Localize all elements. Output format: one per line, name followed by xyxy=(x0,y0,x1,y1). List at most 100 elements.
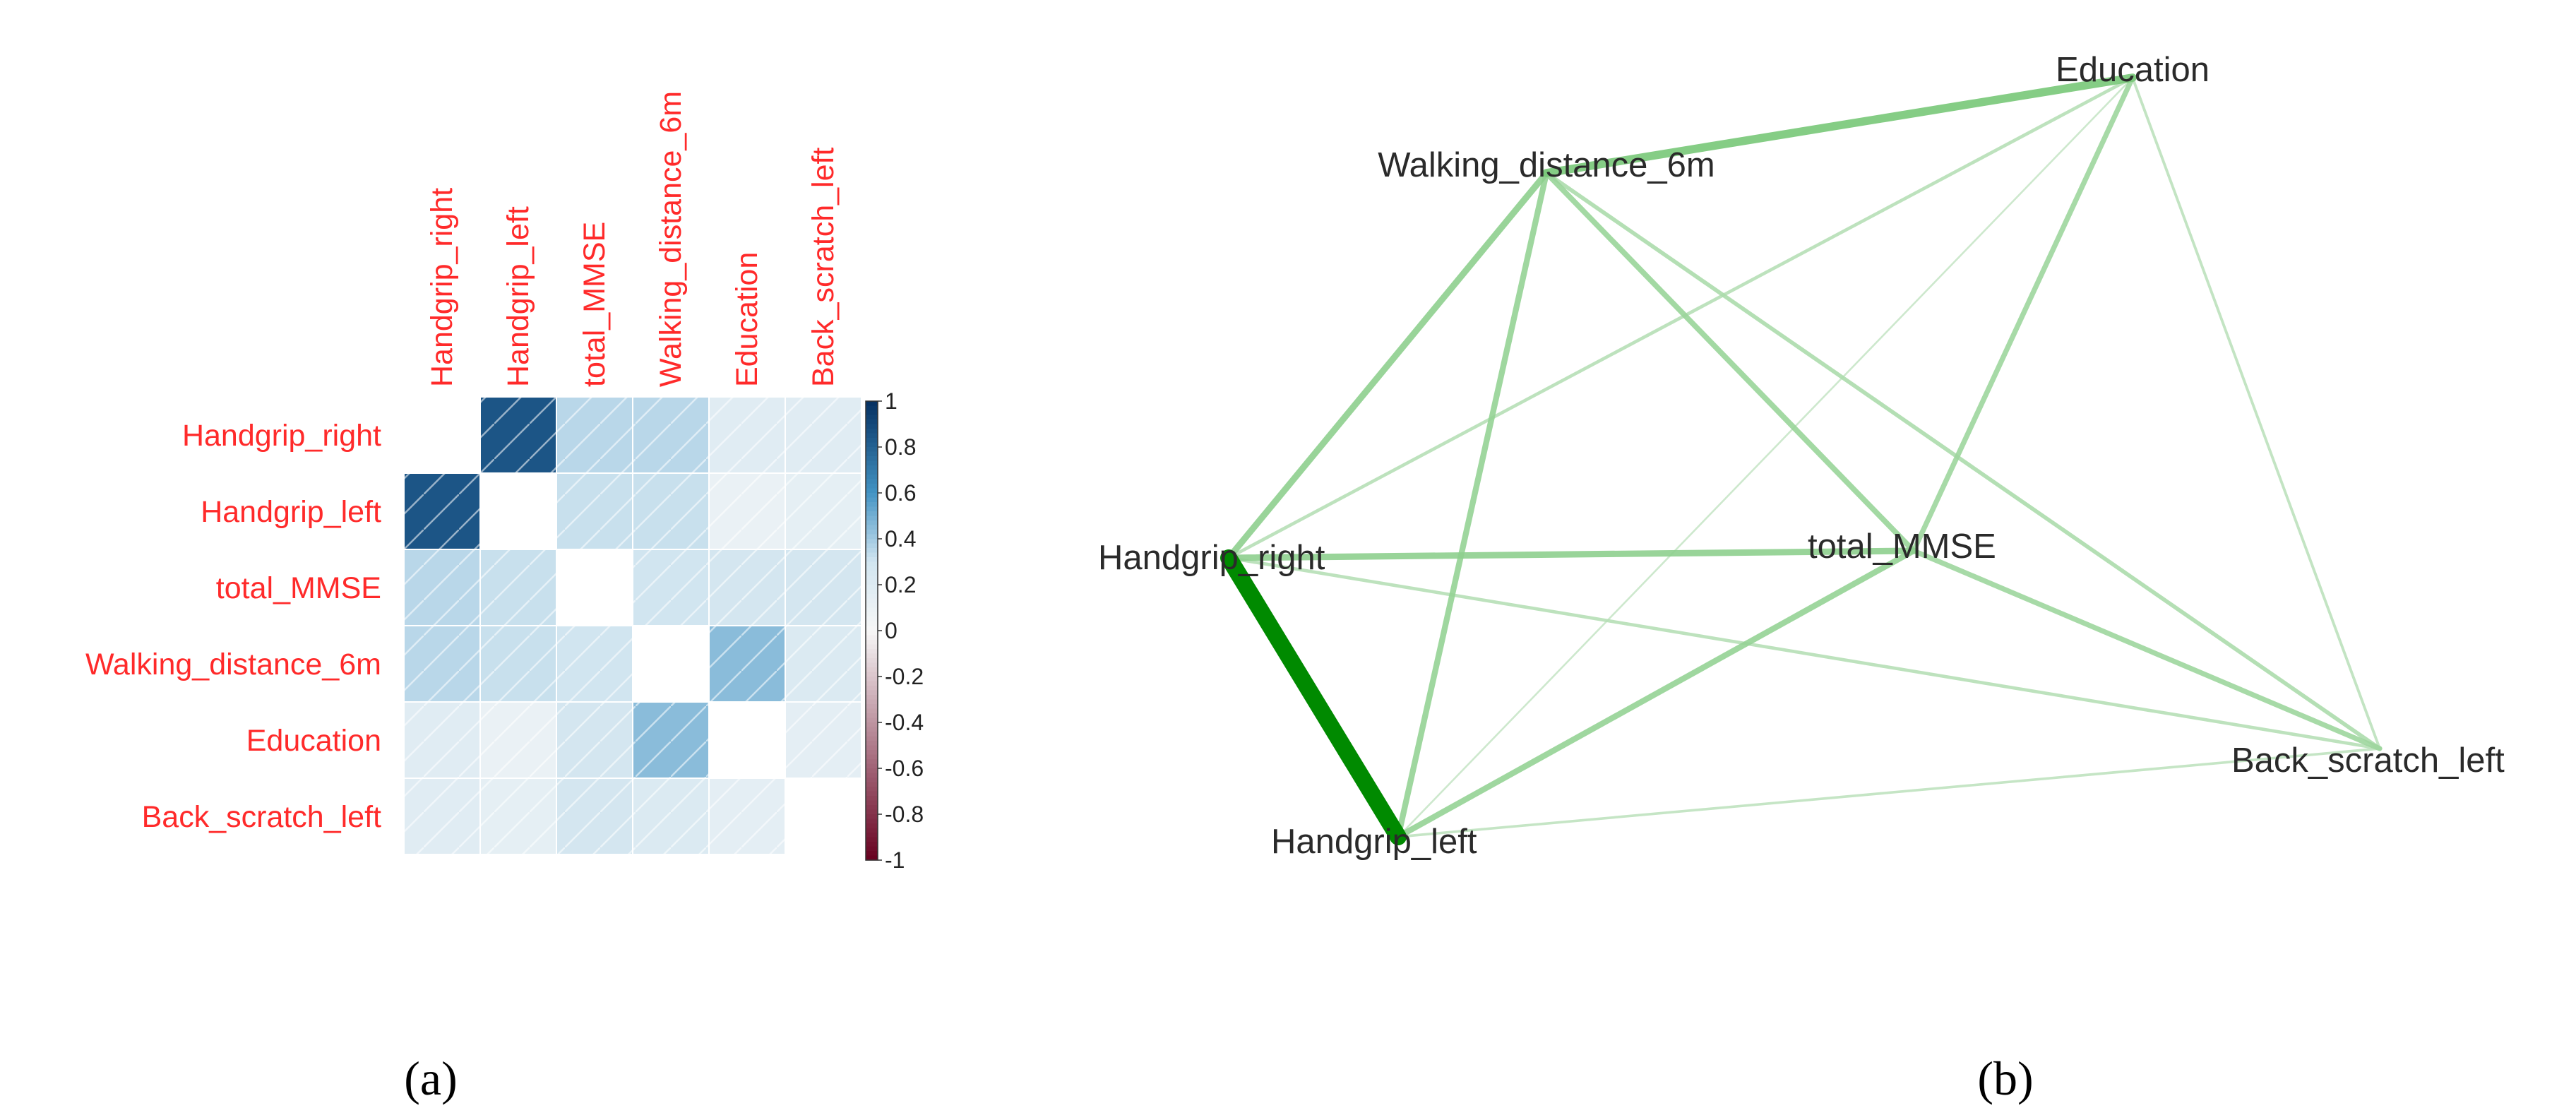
colorbar-step xyxy=(866,594,878,600)
colorbar-step xyxy=(866,442,878,448)
colorbar-step xyxy=(866,460,878,466)
colorbar-step xyxy=(866,809,878,815)
heatmap-cell-hatch xyxy=(709,778,785,854)
heatmap-cell-border xyxy=(708,778,786,855)
colorbar-step xyxy=(866,465,878,471)
colorbar-step xyxy=(866,580,878,585)
colorbar-step xyxy=(866,433,878,439)
colorbar-step xyxy=(866,672,878,677)
column-label-total-mmse: total_MMSE xyxy=(578,222,612,387)
colorbar-step xyxy=(866,497,878,503)
edge-handgrip-right-back-scratch-left xyxy=(1227,556,2382,751)
column-label-education: Education xyxy=(730,252,764,387)
colorbar-step xyxy=(866,722,878,728)
edge-walking-distance-6m-total-mmse xyxy=(1544,170,1916,554)
colorbar-step xyxy=(866,640,878,645)
colorbar-step xyxy=(866,626,878,631)
colorbar-step xyxy=(866,530,878,535)
row-label-total-mmse: total_MMSE xyxy=(216,571,381,605)
colorbar-step xyxy=(866,787,878,792)
colorbar-step xyxy=(866,851,878,857)
colorbar-step xyxy=(866,768,878,774)
heatmap-cell-hatch xyxy=(785,549,861,626)
edge-handgrip-left-education xyxy=(1397,76,2134,838)
colorbar-step xyxy=(866,635,878,641)
colorbar-step xyxy=(866,754,878,760)
colorbar-tick-label: -0.8 xyxy=(885,802,924,827)
colorbar-step xyxy=(866,837,878,842)
heatmap-cell-hatch xyxy=(404,549,480,626)
colorbar-tick-label: 0.2 xyxy=(885,572,916,597)
colorbar-step xyxy=(866,778,878,783)
colorbar-tick-label: 0.4 xyxy=(885,526,916,552)
colorbar-step xyxy=(866,520,878,526)
heatmap-cell-hatch xyxy=(404,473,480,549)
colorbar-step xyxy=(866,475,878,480)
colorbar-step xyxy=(866,470,878,475)
heatmap-cell-hatch xyxy=(709,626,785,702)
heatmap-cell-hatch xyxy=(404,702,480,778)
row-label-handgrip-left: Handgrip_left xyxy=(201,495,381,529)
colorbar-step xyxy=(866,690,878,696)
node-label-handgrip-right: Handgrip_right xyxy=(1098,539,1325,577)
heatmap-cell-hatch xyxy=(633,778,709,854)
colorbar-step xyxy=(866,566,878,572)
node-label-education: Education xyxy=(2056,51,2210,89)
colorbar-step xyxy=(866,598,878,604)
heatmap-cell-hatch xyxy=(556,702,633,778)
heatmap-cell-hatch xyxy=(709,549,785,626)
colorbar-step xyxy=(866,488,878,494)
heatmap-cell-hatch xyxy=(556,397,633,473)
colorbar-step xyxy=(866,750,878,756)
heatmap-cell-hatch xyxy=(709,473,785,549)
colorbar-step xyxy=(866,479,878,484)
edge-walking-distance-6m-back-scratch-left xyxy=(1544,171,2382,751)
colorbar-step xyxy=(866,713,878,719)
heatmap-cell-hatch xyxy=(709,397,785,473)
edge-handgrip-right-walking-distance-6m xyxy=(1225,169,1550,561)
colorbar-step xyxy=(866,658,878,664)
colorbar-step xyxy=(866,447,878,453)
edge-handgrip-right-total-mmse xyxy=(1225,547,1917,561)
colorbar-step xyxy=(866,814,878,820)
colorbar-step xyxy=(866,484,878,489)
colorbar-step xyxy=(866,561,878,567)
colorbar-step xyxy=(866,516,878,521)
colorbar-step xyxy=(866,589,878,595)
colorbar-step xyxy=(866,649,878,655)
colorbar-step xyxy=(866,855,878,861)
colorbar-step xyxy=(866,704,878,710)
colorbar-step xyxy=(866,828,878,833)
colorbar-step xyxy=(866,607,878,613)
column-label-handgrip-right: Handgrip_right xyxy=(425,188,459,387)
heatmap-cell-hatch xyxy=(785,397,861,473)
heatmap-cell-hatch xyxy=(785,473,861,549)
colorbar-step xyxy=(866,419,878,425)
colorbar-tick-label: 0.8 xyxy=(885,434,916,460)
colorbar-step xyxy=(866,576,878,581)
heatmap-cell-hatch xyxy=(480,397,556,473)
colorbar-step xyxy=(866,644,878,650)
colorbar-step xyxy=(866,603,878,609)
edge-total-mmse-back-scratch-left xyxy=(1911,548,2383,751)
colorbar-step xyxy=(866,791,878,797)
row-label-back-scratch-left: Back_scratch_left xyxy=(142,800,381,834)
edge-handgrip-left-back-scratch-left xyxy=(1397,747,2381,838)
colorbar-step xyxy=(866,616,878,622)
colorbar-step xyxy=(866,631,878,636)
heatmap-cell-hatch xyxy=(785,702,861,778)
colorbar-step xyxy=(866,736,878,741)
colorbar-step xyxy=(866,424,878,429)
heatmap-cell-hatch xyxy=(556,473,633,549)
edge-handgrip-left-walking-distance-6m xyxy=(1395,169,1550,840)
colorbar-step xyxy=(866,552,878,558)
colorbar-step xyxy=(866,525,878,530)
colorbar-step xyxy=(866,846,878,852)
colorbar-step xyxy=(866,548,878,554)
colorbar-step xyxy=(866,796,878,802)
node-label-back-scratch-left: Back_scratch_left xyxy=(2231,741,2505,780)
colorbar-step xyxy=(866,842,878,847)
colorbar-step xyxy=(866,401,878,407)
